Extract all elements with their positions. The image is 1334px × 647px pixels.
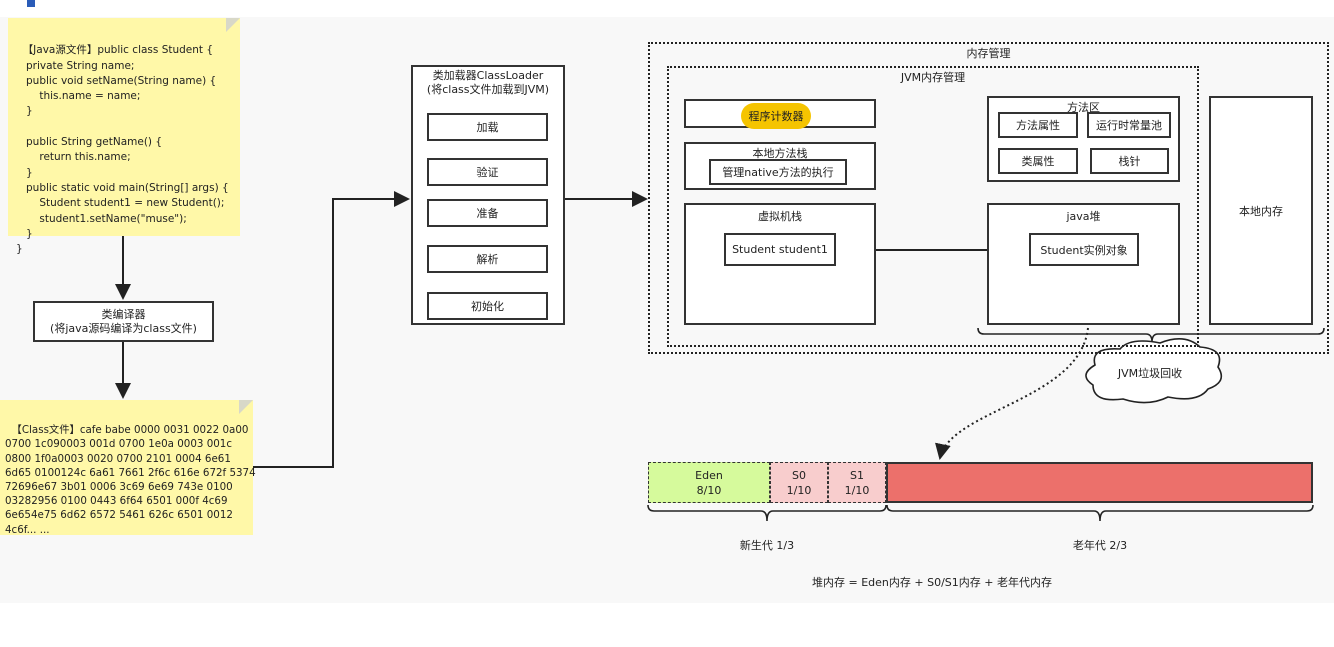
native-stack-title: 本地方法栈	[752, 147, 808, 160]
s1-segment: S1 1/10	[828, 462, 886, 503]
step-load: 加载	[427, 113, 548, 141]
jvm-memory-title: JVM内存管理	[900, 71, 966, 84]
compiler-subtitle: (将java源码编译为class文件)	[50, 321, 197, 335]
student-instance-box: Student实例对象	[1029, 233, 1139, 266]
step-prepare: 准备	[427, 199, 548, 227]
student-reference-box: Student student1	[724, 233, 836, 266]
eden-segment: Eden 8/10	[648, 462, 770, 503]
native-execution-box: 管理native方法的执行	[709, 159, 847, 185]
classloader-title: 类加载器ClassLoader	[432, 69, 544, 82]
gc-label: JVM垃圾回收	[1117, 367, 1183, 380]
eden-ratio: 8/10	[696, 484, 722, 497]
stack-pointer-box: 栈针	[1090, 148, 1169, 174]
java-source-note: 【Java源文件】public class Student { private …	[8, 18, 240, 255]
step-verify: 验证	[427, 158, 548, 186]
runtime-constant-pool-box: 运行时常量池	[1087, 112, 1171, 138]
heap-formula: 堆内存 = Eden内存 + S0/S1内存 + 老年代内存	[812, 576, 1052, 589]
method-area-title: 方法区	[1067, 101, 1100, 114]
corner-marker	[27, 0, 35, 7]
arrow-class-to-loader	[253, 191, 410, 468]
jvm-memory-region: JVM内存管理	[667, 66, 1199, 347]
classloader-box: 类加载器ClassLoader (将class文件加载到JVM)	[411, 65, 565, 325]
step-initialize: 初始化	[427, 292, 548, 320]
s1-ratio: 1/10	[844, 484, 870, 497]
gc-cloud-shape	[1085, 338, 1223, 404]
eden-name: Eden	[695, 469, 723, 482]
young-generation-label: 新生代 1/3	[739, 539, 795, 552]
class-file-bytes: 【Class文件】cafe babe 0000 0031 0022 0a00 0…	[5, 424, 256, 536]
program-counter-label: 程序计数器	[741, 103, 811, 129]
memory-management-region: 内存管理	[648, 42, 1329, 354]
brace-young	[647, 504, 887, 522]
java-source-code: 【Java源文件】public class Student { private …	[16, 44, 229, 256]
method-attributes-box: 方法属性	[998, 112, 1078, 138]
memory-title: 内存管理	[966, 47, 1011, 60]
class-attributes-box: 类属性	[998, 148, 1078, 174]
compiler-title: 类编译器	[101, 307, 146, 321]
java-heap-title: java堆	[1066, 210, 1101, 223]
brace-old	[886, 504, 1314, 522]
s0-segment: S0 1/10	[770, 462, 828, 503]
vm-stack-title: 虚拟机栈	[758, 210, 802, 223]
old-generation-segment	[886, 462, 1313, 503]
s0-name: S0	[792, 469, 806, 482]
native-memory-box: 本地内存	[1209, 96, 1313, 325]
s0-ratio: 1/10	[786, 484, 812, 497]
class-file-note: 【Class文件】cafe babe 0000 0031 0022 0a00 0…	[0, 400, 256, 536]
step-resolve: 解析	[427, 245, 548, 273]
s1-name: S1	[850, 469, 864, 482]
old-generation-label: 老年代 2/3	[1072, 539, 1128, 552]
compiler-box: 类编译器 (将java源码编译为class文件)	[33, 301, 214, 342]
classloader-subtitle: (将class文件加载到JVM)	[426, 83, 550, 96]
